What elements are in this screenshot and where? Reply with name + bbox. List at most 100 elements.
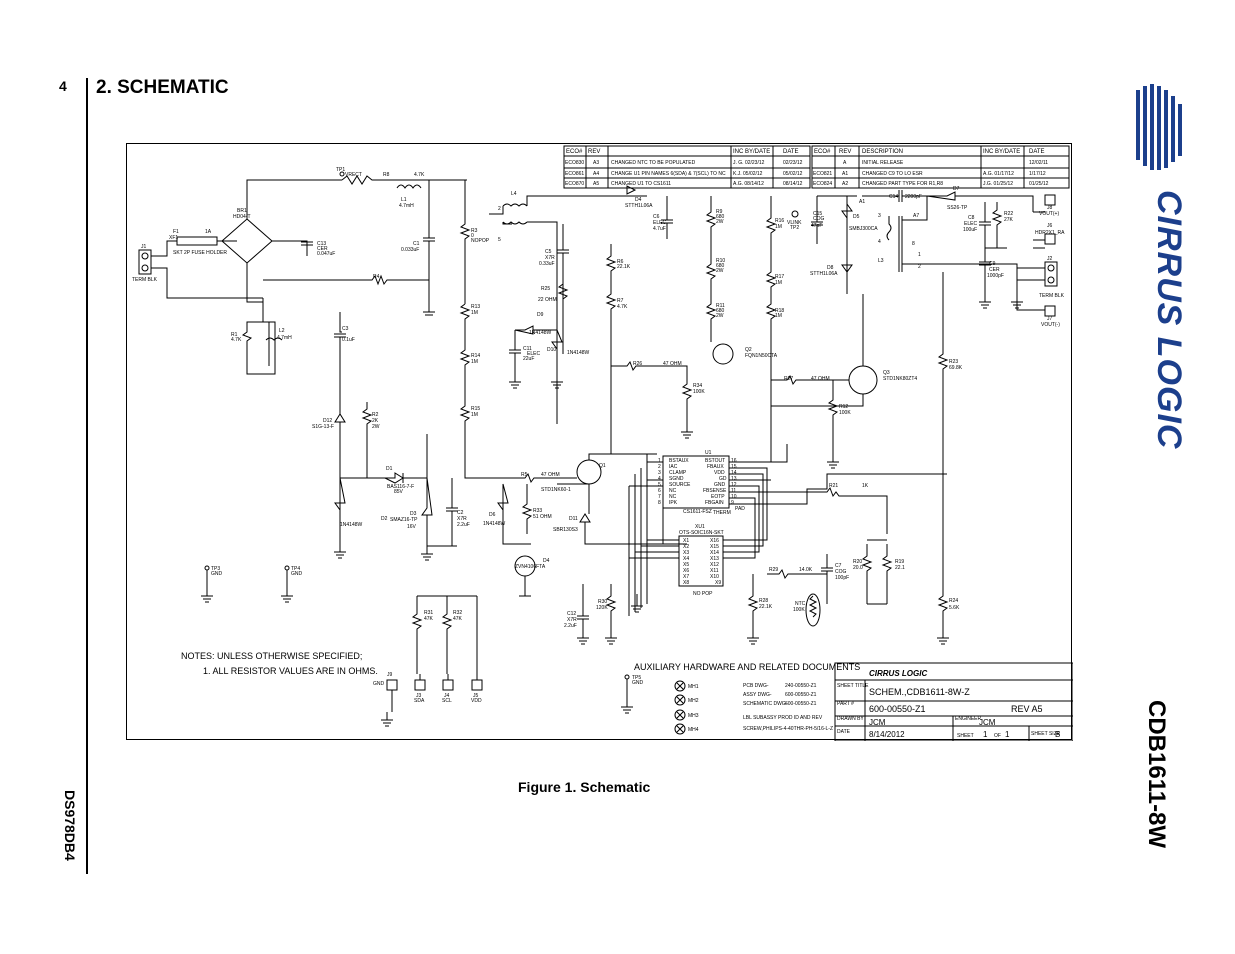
r9-value: 680 bbox=[716, 214, 725, 220]
j6-header[interactable] bbox=[1044, 233, 1056, 245]
j4-scl: SCL bbox=[442, 698, 452, 704]
l2-label: L2 bbox=[279, 328, 285, 334]
d8-value: STTH1L06A bbox=[810, 271, 838, 277]
mh2-label: MH2 bbox=[688, 698, 699, 704]
j4-connector[interactable] bbox=[442, 679, 454, 691]
r13-value: 1M bbox=[471, 310, 478, 316]
aux-docs: AUXILIARY HARDWARE AND RELATED DOCUMENTS… bbox=[634, 662, 860, 735]
r28-label: R28 bbox=[759, 598, 768, 604]
logo-swoosh-icon bbox=[1136, 84, 1182, 170]
eco-right-cell: CHANGED PART TYPE FOR R1,R8 bbox=[862, 181, 943, 187]
d8-label: D8 bbox=[827, 265, 834, 271]
l4-label: L4 bbox=[511, 191, 517, 197]
tp3-gnd: GND bbox=[211, 571, 223, 577]
tp2-label: TP2 bbox=[790, 225, 799, 231]
u1-pin: NC bbox=[669, 488, 677, 494]
size: B bbox=[1055, 730, 1060, 739]
of-label: OF bbox=[994, 733, 1001, 739]
r6-label: R6 bbox=[617, 259, 624, 265]
eco-left-h3: INC BY/DATE bbox=[733, 149, 770, 155]
d12-value: S1G-13-F bbox=[312, 424, 334, 430]
inductor-l1 bbox=[396, 184, 422, 189]
input-section: J1 TERM BLK F1 XF1 1A SKT 2P FUSE HOLDER… bbox=[132, 167, 517, 547]
eco-right-cell: 12/02/11 bbox=[1029, 160, 1048, 166]
r16-label: R16 bbox=[775, 218, 784, 224]
c11-value2: 22uF bbox=[523, 356, 534, 362]
q2-label: Q2 bbox=[745, 347, 752, 353]
q3-label: Q3 bbox=[883, 370, 890, 376]
testpoints: TP3 GND TP4 GND TP5 GND bbox=[204, 565, 644, 699]
eco-left-cell: 08/14/12 bbox=[783, 181, 803, 187]
u1-pin: CLAMP bbox=[669, 470, 687, 476]
document-code: DS978DB4 bbox=[38, 790, 98, 870]
r3-nopop: NOPOP bbox=[471, 238, 490, 244]
schematic-sheet: .w { stroke:#000; stroke-width:1; fill:n… bbox=[126, 143, 1073, 741]
c6-value2: 4.7uF bbox=[653, 226, 666, 232]
xu1-pin: X13 bbox=[710, 556, 719, 562]
j9-connector[interactable] bbox=[386, 679, 398, 691]
u1-pin-num: 13 bbox=[731, 476, 737, 482]
r29-value: 14.0K bbox=[799, 567, 813, 573]
l4-pin5: 5 bbox=[498, 237, 501, 243]
c12-value2: 2.2uF bbox=[564, 623, 577, 629]
eco-right-h4: DATE bbox=[1029, 149, 1045, 155]
u1-pin: SOURCE bbox=[669, 482, 691, 488]
u1-pin-num: 16 bbox=[731, 458, 737, 464]
tp2-testpoint bbox=[791, 210, 799, 218]
aux-title: AUXILIARY HARDWARE AND RELATED DOCUMENTS bbox=[634, 662, 860, 672]
d7-label: D7 bbox=[953, 186, 960, 192]
r15-label: R15 bbox=[471, 406, 480, 412]
j7-connector[interactable] bbox=[1044, 305, 1056, 317]
aux-screw-line: SCREW,PHILIPS-4-40THR-PH-5/16-L-Z bbox=[743, 726, 833, 732]
r25-label: R25 bbox=[541, 286, 550, 292]
socket-xu1 bbox=[678, 535, 724, 587]
u1-pin: FBGAIN bbox=[705, 500, 724, 506]
r19-label: R19 bbox=[895, 559, 904, 565]
u1-pin-num: 4 bbox=[658, 476, 661, 482]
j5-connector[interactable] bbox=[471, 679, 483, 691]
eco-right-cell: ECO824 bbox=[813, 181, 832, 187]
j3-connector[interactable] bbox=[414, 679, 426, 691]
ntc-thermistor bbox=[805, 593, 821, 627]
j6-label: J6 bbox=[1047, 223, 1053, 229]
c14-value: 2200pF bbox=[905, 194, 922, 200]
u1-pin-num: 14 bbox=[731, 470, 737, 476]
u1-therm: THERM bbox=[713, 510, 731, 516]
t-pin2: L3 bbox=[878, 258, 884, 264]
mosfet-q1 bbox=[576, 459, 602, 485]
r26-value: 47 OHM bbox=[663, 361, 682, 367]
r24-label: R24 bbox=[949, 598, 958, 604]
c3-value: 0.1uF bbox=[342, 337, 355, 343]
vout-neg-label: VOUT(-) bbox=[1041, 322, 1060, 328]
eco-left-cell: A4 bbox=[593, 171, 599, 177]
u1-pin: FBAUX bbox=[707, 464, 724, 470]
r9-label: R9 bbox=[716, 209, 723, 215]
eco-left-cell: ECO870 bbox=[565, 181, 584, 187]
d3-value2: 16V bbox=[407, 524, 417, 530]
d2-value: 1N4148W bbox=[340, 522, 363, 528]
margin-rule bbox=[86, 78, 88, 874]
j8-connector[interactable] bbox=[1044, 194, 1056, 206]
r34-value: 100K bbox=[693, 389, 705, 395]
c9-value2: 1000pF bbox=[987, 273, 1004, 279]
mh1-label: MH1 bbox=[688, 684, 699, 690]
l1-value: 4.7mH bbox=[399, 203, 414, 209]
r3-label: R3 bbox=[471, 228, 478, 234]
header-connectors: J9 GND J3 SDA J4 SCL J5 VDD bbox=[373, 672, 483, 712]
r29-label: R29 bbox=[769, 567, 778, 573]
q2-value: FQN1N50CTA bbox=[745, 353, 778, 359]
d12-label: D12 bbox=[323, 418, 332, 424]
u1-pin: BSTAUX bbox=[669, 458, 689, 464]
xu1-label: XU1 bbox=[695, 524, 705, 530]
eco-left-cell: CHANGED NTC TO BE POPULATED bbox=[611, 160, 696, 166]
ntc-value: 100K bbox=[793, 607, 805, 613]
tp3-label: TP3 bbox=[211, 566, 220, 572]
d5-value: SMBJ300CA bbox=[849, 226, 878, 232]
j2-connector[interactable] bbox=[1044, 261, 1058, 287]
j5-label: J5 bbox=[473, 693, 479, 699]
r23-label: R23 bbox=[949, 359, 958, 365]
eco-right-h1: REV bbox=[839, 149, 851, 155]
t-pin8: 8 bbox=[912, 241, 915, 247]
u1-part: CS1611-FSZ bbox=[683, 509, 712, 515]
c6-label: C6 bbox=[653, 214, 660, 220]
